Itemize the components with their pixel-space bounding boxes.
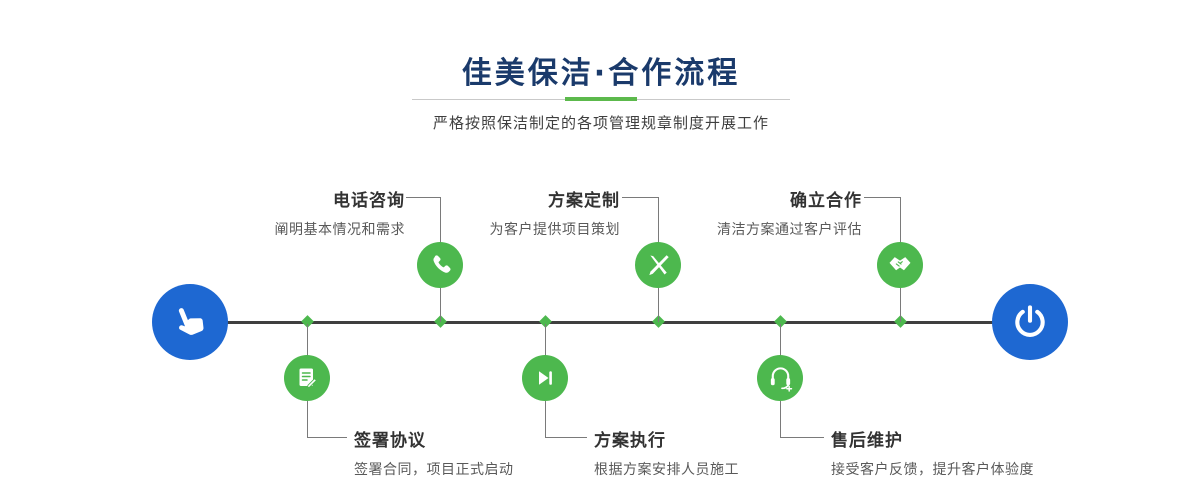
connector xyxy=(779,437,824,438)
connector xyxy=(779,324,781,356)
timeline-line xyxy=(190,321,1030,324)
phone-icon xyxy=(432,254,451,273)
step-desc: 签署合同，项目正式启动 xyxy=(354,462,514,478)
end-node xyxy=(992,284,1068,360)
connector xyxy=(439,197,441,243)
contract-icon xyxy=(299,368,318,389)
step-desc: 为客户提供项目策划 xyxy=(489,222,620,238)
step-node-design xyxy=(635,242,681,288)
step-label: 电话咨询 阐明基本情况和需求 xyxy=(195,186,405,239)
title-divider-accent xyxy=(565,97,637,101)
connector xyxy=(899,197,901,243)
pointing-hand-icon xyxy=(178,308,204,335)
connector xyxy=(439,288,441,322)
connector xyxy=(544,324,546,356)
connector xyxy=(779,401,781,438)
step-desc: 接受客户反馈，提升客户体验度 xyxy=(831,462,1034,478)
connector xyxy=(657,197,659,243)
connector xyxy=(306,324,308,356)
handshake-icon xyxy=(889,257,911,271)
step-title: 方案执行 xyxy=(594,431,666,451)
connector xyxy=(406,197,440,198)
step-label: 方案定制 为客户提供项目策划 xyxy=(410,186,620,239)
step-title: 签署协议 xyxy=(354,431,426,451)
step-desc: 清洁方案通过客户评估 xyxy=(717,222,862,238)
design-pencil-icon xyxy=(648,254,669,275)
step-node-cooperation xyxy=(877,242,923,288)
step-node-phone xyxy=(417,242,463,288)
connector xyxy=(899,288,901,322)
section-subtitle: 严格按照保洁制定的各项管理规章制度开展工作 xyxy=(432,114,769,132)
step-title: 确立合作 xyxy=(790,191,862,211)
connector xyxy=(657,288,659,322)
step-label: 售后维护 接受客户反馈，提升客户体验度 xyxy=(831,426,1121,479)
page-title: 佳美保洁·合作流程 xyxy=(461,56,741,91)
step-label: 方案执行 根据方案安排人员施工 xyxy=(594,426,864,479)
start-node xyxy=(152,284,228,360)
step-desc: 阐明基本情况和需求 xyxy=(274,222,405,238)
play-next-icon xyxy=(539,371,552,385)
connector xyxy=(622,197,658,198)
connector xyxy=(306,437,347,438)
headset-icon xyxy=(770,366,792,392)
connector xyxy=(306,401,308,438)
step-node-execute xyxy=(522,355,568,401)
step-node-contract xyxy=(284,355,330,401)
step-title: 售后维护 xyxy=(831,431,903,451)
connector xyxy=(544,437,587,438)
power-icon xyxy=(1015,305,1045,337)
step-title: 方案定制 xyxy=(548,191,620,211)
step-node-aftersales xyxy=(757,355,803,401)
step-label: 确立合作 清洁方案通过客户评估 xyxy=(652,186,862,239)
step-label: 签署协议 签署合同，项目正式启动 xyxy=(354,426,624,479)
step-desc: 根据方案安排人员施工 xyxy=(594,462,739,478)
connector xyxy=(864,197,900,198)
step-title: 电话咨询 xyxy=(333,191,405,211)
connector xyxy=(544,401,546,438)
